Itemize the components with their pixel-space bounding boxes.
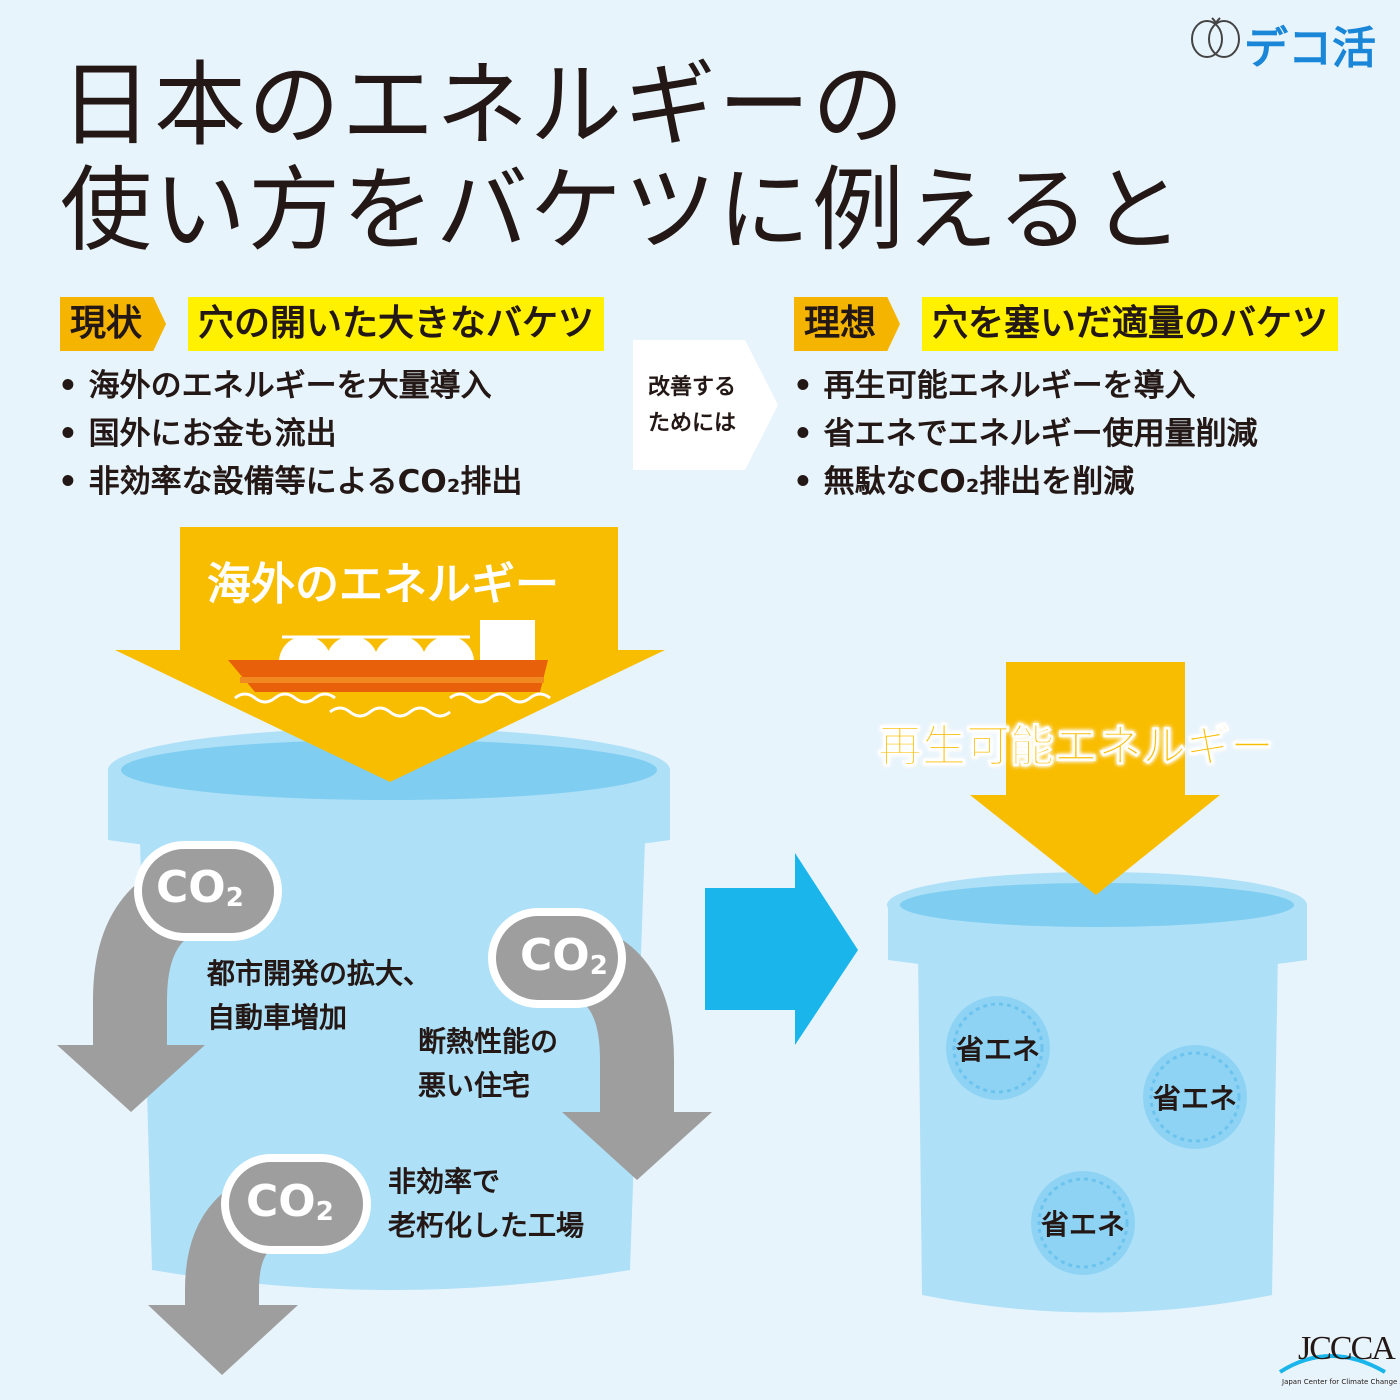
- co2-leak-arrow-2: [488, 908, 712, 1180]
- co2-badge-2: CO2: [520, 930, 608, 981]
- energy-saving-badge: 省エネ: [1152, 1082, 1238, 1115]
- energy-saving-badge: 省エネ: [1040, 1208, 1126, 1241]
- ideal-heading: 穴を塞いだ適量のバケツ: [922, 297, 1339, 351]
- co2-leak-arrow-3: [148, 1154, 371, 1375]
- ideal-bullet: 無駄なCO₂排出を削減: [793, 458, 1258, 506]
- current-bullets: 海外のエネルギーを大量導入 国外にお金も流出 非効率な設備等によるCO₂排出: [58, 362, 523, 506]
- title-line-1: 日本のエネルギーの: [60, 52, 907, 159]
- current-heading: 穴の開いた大きなバケツ: [188, 297, 605, 351]
- co2-badge-1: CO2: [156, 862, 244, 913]
- renewable-energy-label: 再生可能エネルギー: [878, 721, 1275, 773]
- transition-line-1: 改善する: [648, 375, 737, 400]
- current-bullet: 国外にお金も流出: [58, 410, 522, 458]
- decokatsu-logo-icon: [1191, 17, 1240, 58]
- ideal-bullets: 再生可能エネルギーを導入 省エネでエネルギー使用量削減 無駄なCO₂排出を削減: [793, 362, 1258, 506]
- leak-label-1: 都市開発の拡大、自動車増加: [207, 957, 432, 1034]
- current-tag: 現状: [60, 297, 167, 351]
- current-bullet: 海外のエネルギーを大量導入: [58, 362, 522, 410]
- overseas-energy-label: 海外のエネルギー: [207, 559, 559, 610]
- ideal-bullet: 再生可能エネルギーを導入: [793, 362, 1258, 410]
- lng-ship-icon: [228, 620, 551, 718]
- current-bullet: 非効率な設備等によるCO₂排出: [58, 458, 523, 506]
- ideal-tag: 理想: [794, 297, 901, 351]
- renewable-energy-arrow: [970, 662, 1220, 895]
- jccca-logo: JCCCA: [1298, 1330, 1396, 1367]
- leak-label-2: 断熱性能の悪い住宅: [418, 1025, 559, 1102]
- co2-leak-arrow-1: [57, 841, 282, 1112]
- right-bucket: [887, 872, 1307, 1313]
- transition-line-2: ためには: [648, 411, 737, 436]
- jccca-full-name: Japan Center for Climate Change Actions: [1282, 1378, 1400, 1386]
- improvement-arrow: [705, 853, 858, 1045]
- transition-text: 改善する ためには: [648, 370, 736, 442]
- ideal-bullet: 省エネでエネルギー使用量削減: [793, 410, 1258, 458]
- decokatsu-logo: デコ活: [1244, 23, 1376, 74]
- leak-label-3: 非効率で老朽化した工場: [388, 1165, 585, 1242]
- jccca-arc-icon: [1278, 1354, 1387, 1374]
- title-line-2: 使い方をバケツに例えると: [60, 157, 1186, 264]
- transition-box: [633, 340, 778, 470]
- energy-saving-badge: 省エネ: [955, 1033, 1041, 1066]
- co2-badge-3: CO2: [246, 1176, 334, 1227]
